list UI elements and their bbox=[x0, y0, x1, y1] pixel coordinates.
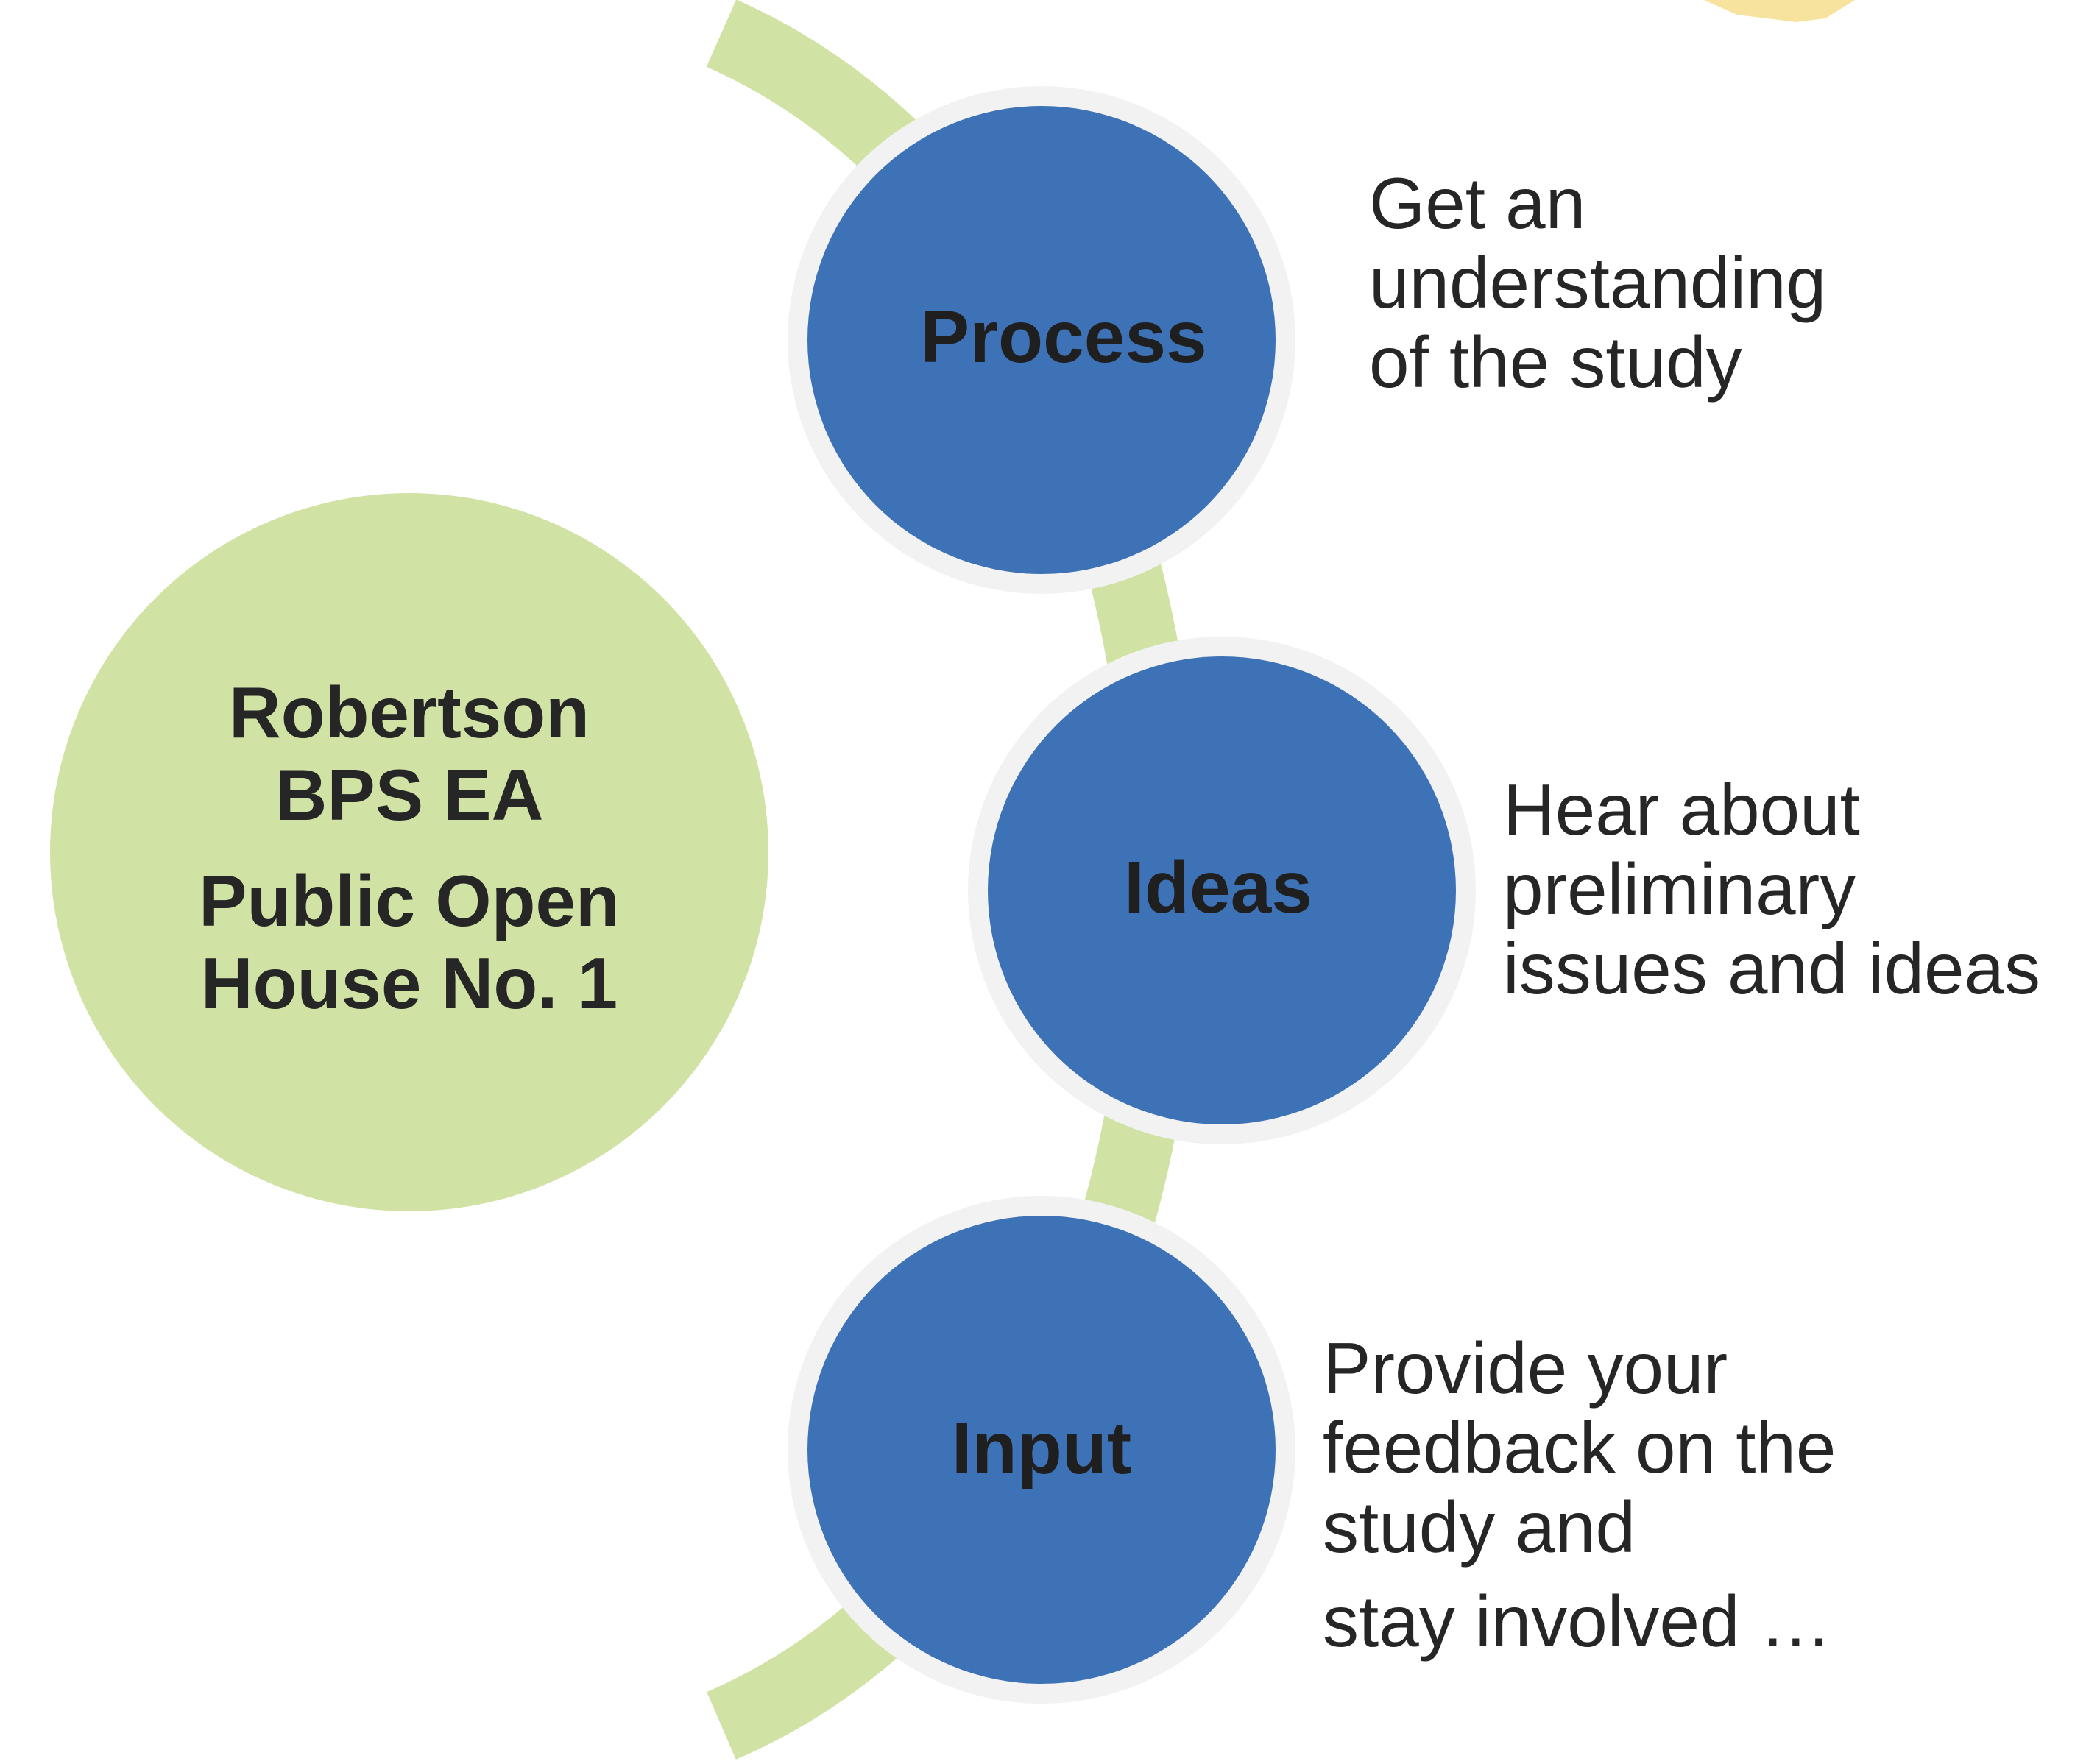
description-line: stay involved … bbox=[1323, 1581, 1832, 1662]
description-line: understanding bbox=[1369, 242, 1827, 323]
node-ideas-label: Ideas bbox=[1124, 846, 1312, 929]
center-title-line-1: Robertson bbox=[229, 672, 590, 753]
node-input-description: Provide your feedback on the study and s… bbox=[1323, 1328, 1836, 1661]
center-title-block: Robertson BPS EA Public Open House No. 1 bbox=[115, 671, 704, 1024]
corner-decoration-shape bbox=[1704, 0, 1855, 22]
center-title-line-3: Public Open bbox=[199, 860, 620, 941]
center-title-line-4: House No. 1 bbox=[200, 943, 618, 1024]
description-line: Provide your bbox=[1323, 1328, 1728, 1409]
description-line: Get an bbox=[1369, 163, 1586, 244]
center-title-line-2: BPS EA bbox=[275, 754, 544, 835]
description-line: feedback on the bbox=[1323, 1407, 1836, 1488]
node-process-label: Process bbox=[920, 296, 1207, 378]
node-ideas-description: Hear about preliminary issues and ideas bbox=[1503, 770, 2040, 1008]
description-line: preliminary bbox=[1503, 849, 1856, 929]
description-line: issues and ideas bbox=[1503, 928, 2041, 1009]
description-line: Hear about bbox=[1503, 769, 1860, 850]
node-input-circle bbox=[788, 1196, 1295, 1704]
node-process-description: Get an understanding of the study bbox=[1369, 163, 1826, 402]
node-input-label: Input bbox=[951, 1407, 1132, 1490]
node-process-circle bbox=[788, 86, 1295, 594]
node-ideas-circle bbox=[968, 637, 1476, 1144]
description-line: study and bbox=[1323, 1487, 1636, 1568]
center-circle bbox=[50, 493, 768, 1211]
description-line: of the study bbox=[1369, 322, 1742, 403]
